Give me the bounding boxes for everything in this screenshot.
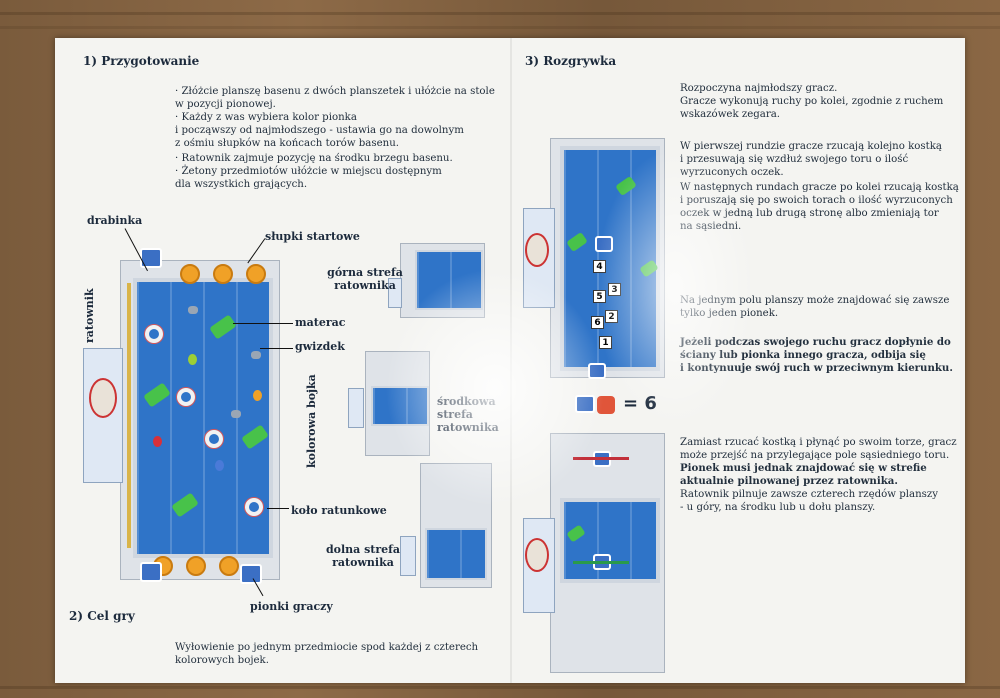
whistle-icon <box>231 410 241 418</box>
instruction-sheet: 1) Przygotowanie · Złóżcie planszę basen… <box>55 38 965 683</box>
section-3-title: 3) Rozgrywka <box>525 54 617 68</box>
page-fold <box>510 38 512 683</box>
player-pawn-icon <box>595 236 613 252</box>
player-pawn-icon <box>140 562 162 582</box>
pointer-line <box>267 508 289 509</box>
start-post-icon <box>246 264 266 284</box>
rules-line-bold: Pionek musi jednak znajdować się w stref… <box>680 462 927 474</box>
start-post-icon <box>219 556 239 576</box>
rules-line-bold: aktualnie pilnowanej przez ratownika. <box>680 475 898 487</box>
buoy-icon <box>188 354 197 365</box>
move-number: 1 <box>599 336 612 349</box>
life-ring-icon <box>205 430 223 448</box>
lifeguard-icon <box>525 538 549 572</box>
lifeguard-icon <box>525 233 549 267</box>
label-drabinka: drabinka <box>87 214 143 227</box>
label-slupki-startowe: słupki startowe <box>265 230 360 243</box>
dice-icon <box>597 396 615 414</box>
intro-line: Rozpoczyna najmłodszy gracz. <box>680 83 838 94</box>
buoy-icon <box>215 460 224 471</box>
rules-line: wyrzuconych oczek. <box>680 167 784 178</box>
section-2-line: Wyłowienie po jednym przedmiocie spod ka… <box>175 642 479 653</box>
intro-line: wskazówek zegara. <box>680 109 781 120</box>
label-kolorowa-bojka: kolorowa bojka <box>305 374 318 468</box>
rules-line: może przejść na przylegające pole sąsied… <box>680 450 950 461</box>
rules-line: tylko jeden pionek. <box>680 308 779 319</box>
arrow-horizontal-green <box>573 561 629 564</box>
pointer-line <box>260 348 293 349</box>
label-pionki-graczy: pionki graczy <box>250 600 333 613</box>
label-srodkowa-strefa: środkowa strefa ratownika <box>437 395 499 434</box>
rules-line: Ratownik pilnuje zawsze czterech rzędów … <box>680 489 939 500</box>
label-gwizdek: gwizdek <box>295 340 345 353</box>
start-post-icon <box>213 264 233 284</box>
section-2-title: 2) Cel gry <box>69 609 135 623</box>
move-number: 2 <box>605 310 618 323</box>
rules-line-bold: i kontynuuje swój ruch w przeciwnym kier… <box>680 362 953 374</box>
label-kolo-ratunkowe: koło ratunkowe <box>291 504 387 517</box>
life-ring-icon <box>177 388 195 406</box>
rules-line: oczek w jedną lub drugą stronę albo zmie… <box>680 208 939 219</box>
dice-equals-six: = 6 <box>623 393 657 414</box>
move-number: 5 <box>593 290 606 303</box>
label-ratownik: ratownik <box>83 288 96 343</box>
rules-line: Na jednym polu planszy może znajdować si… <box>680 295 950 306</box>
dice-result: = 6 <box>575 393 665 417</box>
whistle-icon <box>251 351 261 359</box>
section-1-title: 1) Przygotowanie <box>83 54 200 68</box>
pointer-line <box>233 323 293 324</box>
rules-line: Zamiast rzucać kostką i płynąć po swoim … <box>680 437 957 448</box>
player-pawn-icon <box>588 363 606 379</box>
pool-board <box>133 278 273 558</box>
move-number: 3 <box>608 283 621 296</box>
rules-line: - u góry, na środku lub u dołu planszy. <box>680 502 876 513</box>
start-post-icon <box>180 264 200 284</box>
label-gorna-strefa: górna strefa ratownika <box>327 266 403 292</box>
buoy-icon <box>253 390 262 401</box>
rules-line: W pierwszej rundzie gracze rzucają kolej… <box>680 141 942 152</box>
rules-line: i przesuwają się wzdłuż swojego toru o i… <box>680 154 909 165</box>
life-ring-icon <box>145 325 163 343</box>
rules-line-bold: Jeżeli podczas swojego ruchu gracz dopły… <box>680 336 951 348</box>
label-materac: materac <box>295 316 346 329</box>
whistle-icon <box>188 306 198 314</box>
life-ring-icon <box>245 498 263 516</box>
section-2-line: kolorowych bojek. <box>175 655 269 666</box>
arrow-horizontal-red <box>573 457 629 460</box>
label-dolna-strefa: dolna strefa ratownika <box>325 543 401 569</box>
intro-line: Gracze wykonują ruchy po kolei, zgodnie … <box>680 96 944 107</box>
player-pawn-icon <box>240 564 262 584</box>
rules-line: na sąsiedni. <box>680 221 742 232</box>
move-number: 6 <box>591 316 604 329</box>
player-pawn-icon <box>575 395 595 413</box>
rules-line-bold: ściany lub pionka innego gracza, odbija … <box>680 349 926 361</box>
buoy-icon <box>153 436 162 447</box>
lifeguard-icon <box>89 378 117 418</box>
rules-line: W następnych rundach gracze po kolei rzu… <box>680 182 959 193</box>
start-post-icon <box>186 556 206 576</box>
move-number: 4 <box>593 260 606 273</box>
rules-line: i poruszają się po swoich torach o ilość… <box>680 195 953 206</box>
ladder-rail <box>127 283 131 548</box>
